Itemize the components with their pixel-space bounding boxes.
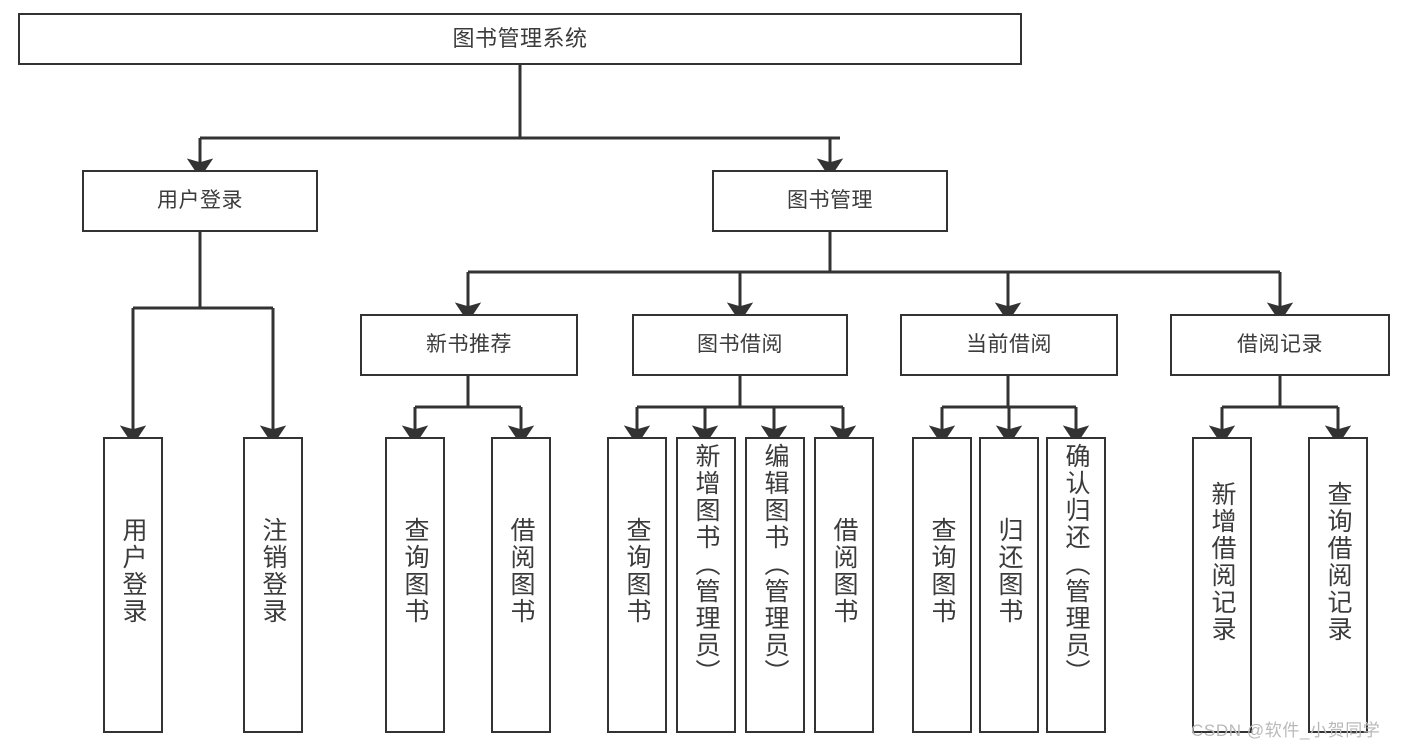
node-leaf-query-book-2-label: 查询图书: [623, 517, 651, 625]
node-user-login-label: 用户登录: [157, 189, 243, 213]
node-root-label: 图书管理系统: [452, 25, 588, 51]
node-new-book-recommend[interactable]: 新书推荐: [360, 314, 578, 376]
node-leaf-query-book-3-label: 查询图书: [928, 517, 956, 625]
node-leaf-add-book-label: 新增图书（管理员）: [692, 443, 720, 686]
node-leaf-edit-book-label: 编辑图书（管理员）: [761, 443, 789, 686]
node-leaf-return-book-label: 归还图书: [995, 517, 1023, 625]
node-root[interactable]: 图书管理系统: [18, 13, 1022, 65]
node-book-manage[interactable]: 图书管理: [712, 170, 948, 232]
node-leaf-borrow-book-2[interactable]: 借阅图书: [814, 437, 874, 733]
node-leaf-query-book-2[interactable]: 查询图书: [607, 437, 667, 733]
node-book-borrow[interactable]: 图书借阅: [632, 314, 848, 376]
node-leaf-borrow-book-1[interactable]: 借阅图书: [491, 437, 551, 733]
node-current-borrow[interactable]: 当前借阅: [900, 314, 1118, 376]
node-leaf-logout[interactable]: 注销登录: [243, 437, 303, 733]
node-current-borrow-label: 当前借阅: [966, 333, 1052, 357]
node-new-book-recommend-label: 新书推荐: [426, 333, 512, 357]
node-leaf-query-book-1-label: 查询图书: [401, 517, 429, 625]
node-leaf-logout-label: 注销登录: [259, 517, 287, 625]
node-leaf-user-login[interactable]: 用户登录: [103, 437, 163, 733]
node-leaf-add-book[interactable]: 新增图书（管理员）: [676, 437, 736, 733]
node-leaf-add-record-label: 新增借阅记录: [1208, 481, 1236, 643]
node-book-borrow-label: 图书借阅: [697, 333, 783, 357]
node-user-login[interactable]: 用户登录: [82, 170, 318, 232]
node-leaf-query-book-3[interactable]: 查询图书: [912, 437, 972, 733]
node-book-manage-label: 图书管理: [787, 189, 873, 213]
node-leaf-edit-book[interactable]: 编辑图书（管理员）: [745, 437, 805, 733]
node-leaf-add-record[interactable]: 新增借阅记录: [1192, 437, 1252, 733]
node-borrow-record-label: 借阅记录: [1237, 333, 1323, 357]
node-leaf-confirm-return-label: 确认归还（管理员）: [1062, 443, 1090, 686]
node-leaf-borrow-book-1-label: 借阅图书: [507, 517, 535, 625]
node-leaf-return-book[interactable]: 归还图书: [979, 437, 1039, 733]
node-leaf-confirm-return[interactable]: 确认归还（管理员）: [1046, 437, 1106, 733]
node-leaf-query-book-1[interactable]: 查询图书: [385, 437, 445, 733]
node-borrow-record[interactable]: 借阅记录: [1170, 314, 1390, 376]
node-leaf-query-record[interactable]: 查询借阅记录: [1308, 437, 1368, 733]
node-leaf-user-login-label: 用户登录: [119, 517, 147, 625]
node-leaf-borrow-book-2-label: 借阅图书: [830, 517, 858, 625]
node-leaf-query-record-label: 查询借阅记录: [1324, 481, 1352, 643]
csdn-watermark: CSDN @软件_小贺同学: [1191, 721, 1381, 740]
